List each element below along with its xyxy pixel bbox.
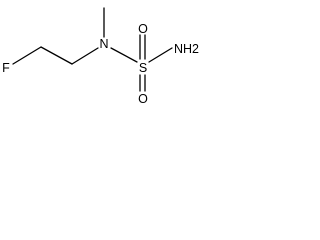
atom-amine: NH2 (174, 42, 199, 56)
bond-f-c1 (12, 46, 42, 65)
atom-fluorine: F (2, 61, 10, 75)
bond-c1-c2 (40, 46, 73, 65)
bond-c2-n (71, 47, 99, 65)
atom-oxygen-bottom: O (138, 92, 148, 106)
bond-n-s (110, 47, 138, 63)
atom-sulfur: S (139, 61, 147, 75)
structure-diagram: F N S O O NH2 (2, 7, 199, 106)
atom-nitrogen: N (99, 37, 108, 51)
bond-s-nh2 (148, 47, 173, 63)
atom-oxygen-top: O (138, 22, 148, 36)
